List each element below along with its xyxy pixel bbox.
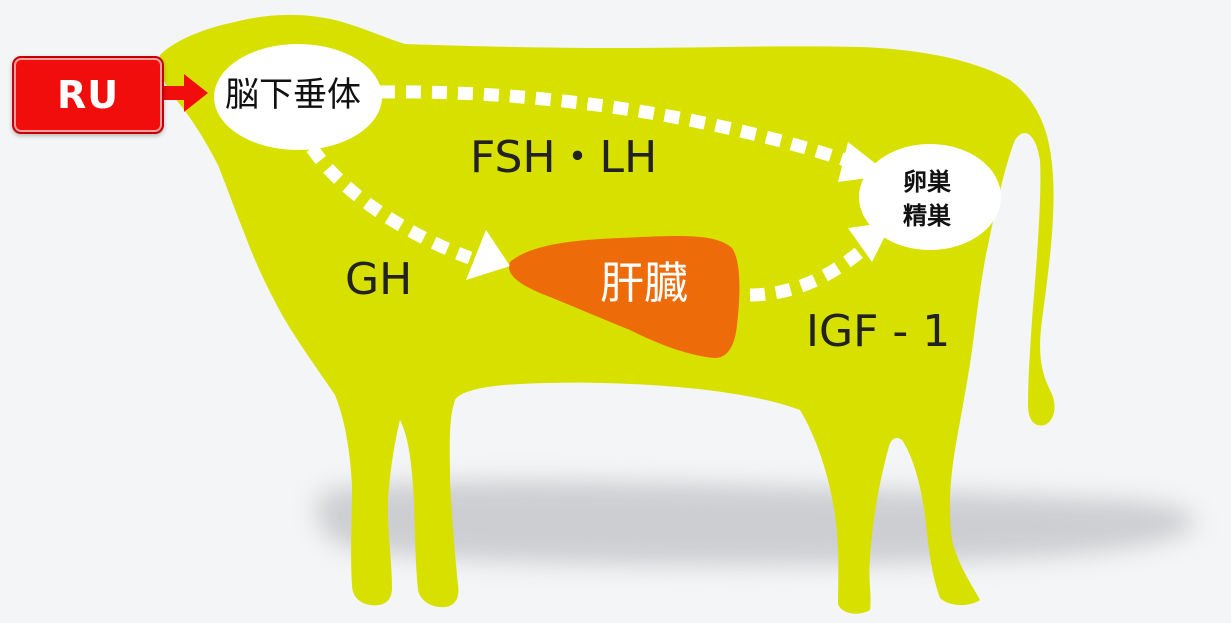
ru-source-box: RU (12, 56, 164, 134)
arrow-ru-to-pituitary (158, 74, 208, 112)
ru-label: RU (56, 73, 120, 117)
arrow-pituitary-to-liver (306, 144, 510, 280)
hormone-fsh-lh-label: FSH・LH (470, 132, 658, 183)
gonads-node (859, 144, 1001, 250)
pituitary-node (214, 44, 382, 150)
gonads-label-testis: 精巣 (903, 202, 951, 230)
liver-label: 肝臓 (600, 258, 688, 309)
hormone-igf1-label: IGF - 1 (806, 306, 951, 357)
gonads-label-ovary: 卵巣 (903, 168, 951, 196)
hormone-gh-label: GH (345, 254, 413, 305)
pituitary-label: 脳下垂体 (225, 75, 361, 115)
liver-shape (509, 236, 740, 358)
ground-shadow (316, 480, 1196, 566)
